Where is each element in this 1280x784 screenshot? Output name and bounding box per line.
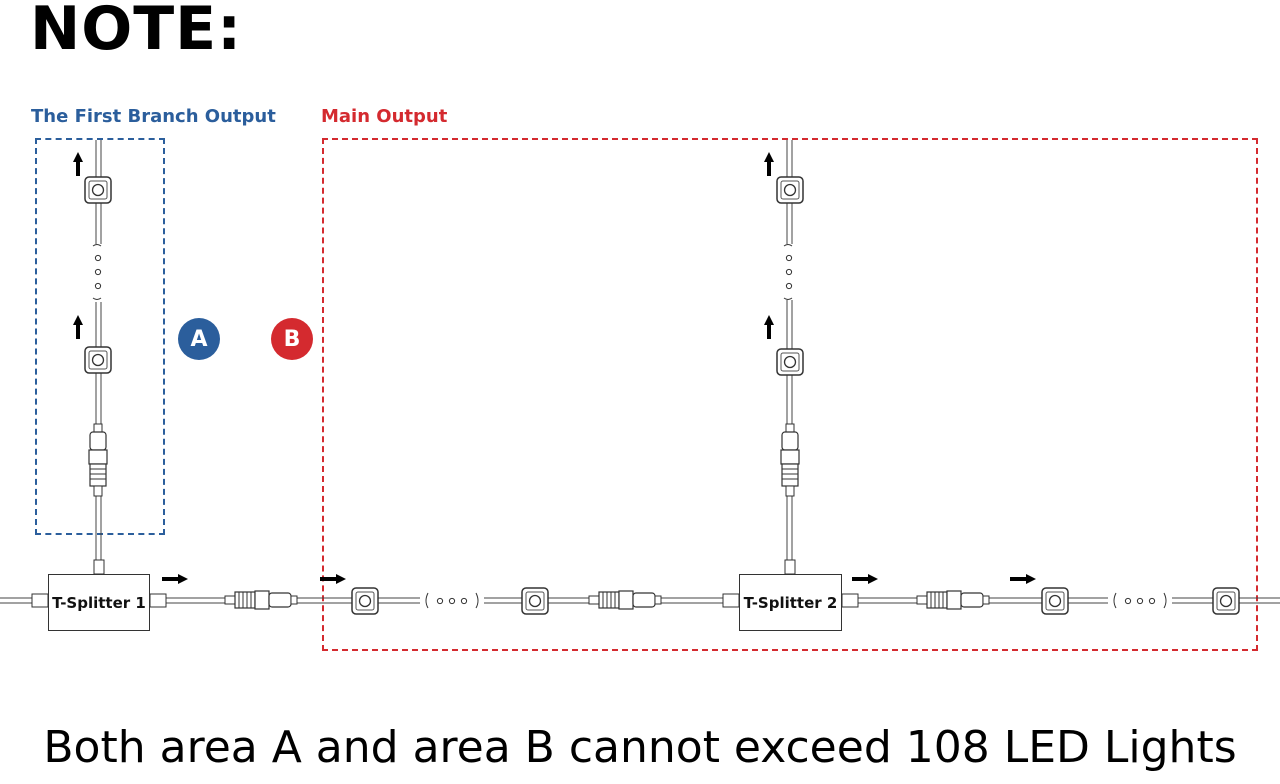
connector-icon	[588, 590, 662, 610]
led-light-icon	[521, 587, 549, 615]
zone-b-label: Main Output	[321, 106, 448, 127]
ellipsis-icon	[1113, 592, 1167, 609]
arrow-icon	[850, 572, 880, 586]
led-light-icon	[351, 587, 379, 615]
arrow-icon	[160, 572, 190, 586]
led-light-icon	[1041, 587, 1069, 615]
led-light-icon	[1212, 587, 1240, 615]
ellipsis-icon	[783, 244, 793, 300]
led-light-icon	[84, 346, 112, 374]
connector-icon	[780, 423, 800, 497]
t-splitter-2: T-Splitter 2	[739, 574, 842, 631]
ellipsis-icon	[425, 592, 479, 609]
footer-note: Both area A and area B cannot exceed 108…	[43, 722, 1237, 773]
arrow-icon	[318, 572, 348, 586]
arrow-icon	[762, 313, 776, 341]
connector-icon	[224, 590, 298, 610]
led-light-icon	[776, 348, 804, 376]
ellipsis-icon	[92, 244, 102, 300]
zone-b-badge: B	[271, 318, 313, 360]
t-splitter-1: T-Splitter 1	[48, 574, 150, 631]
zone-b-boundary	[322, 138, 1258, 651]
arrow-icon	[71, 313, 85, 341]
arrow-icon	[71, 150, 85, 178]
zone-a-label: The First Branch Output	[31, 106, 276, 127]
zone-a-boundary	[35, 138, 165, 535]
zone-a-badge: A	[178, 318, 220, 360]
led-light-icon	[84, 176, 112, 204]
arrow-icon	[1008, 572, 1038, 586]
page-title: NOTE:	[30, 0, 243, 64]
arrow-icon	[762, 150, 776, 178]
led-light-icon	[776, 176, 804, 204]
connector-icon	[88, 423, 108, 497]
connector-icon	[916, 590, 990, 610]
